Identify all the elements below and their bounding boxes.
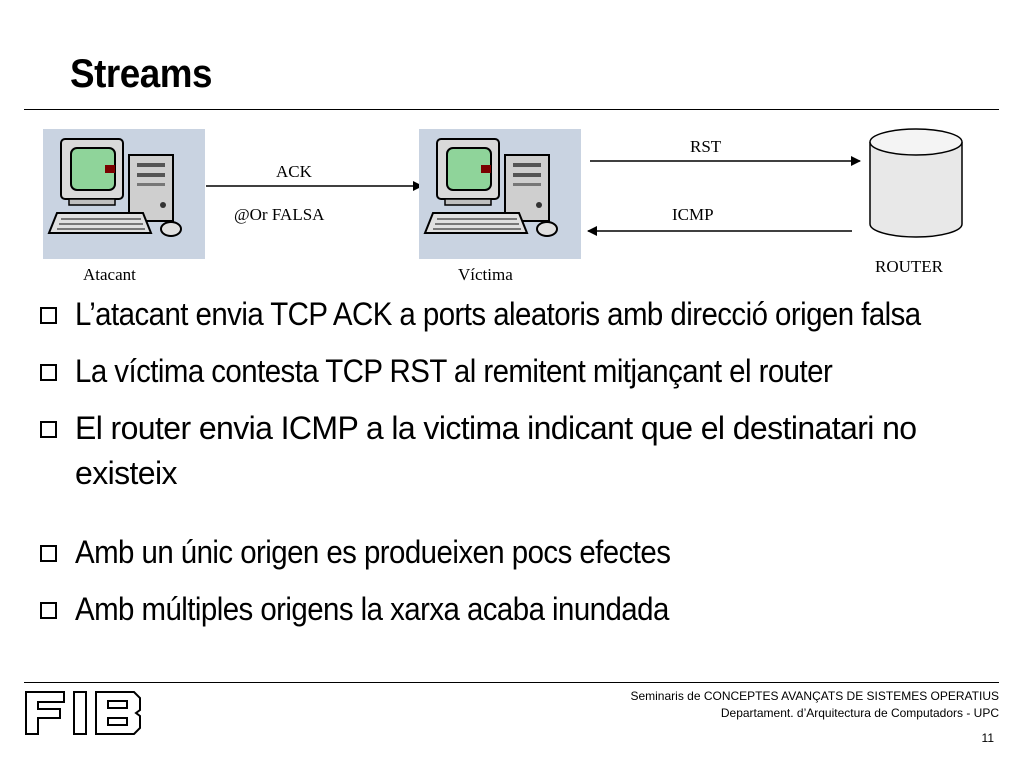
- square-bullet-icon: [40, 602, 57, 619]
- bullet-item: L’atacant envia TCP ACK a ports aleatori…: [40, 292, 1015, 337]
- bullet-item: Amb un únic origen es produeixen pocs ef…: [40, 530, 1015, 575]
- bullet-item: El router envia ICMP a la victima indica…: [40, 406, 1015, 496]
- bullet-item: La víctima contesta TCP RST al remitent …: [40, 349, 1015, 394]
- square-bullet-icon: [40, 545, 57, 562]
- square-bullet-icon: [40, 421, 57, 438]
- rst-label: RST: [690, 137, 722, 156]
- bullet-list: L’atacant envia TCP ACK a ports aleatori…: [40, 292, 1015, 632]
- square-bullet-icon: [40, 307, 57, 324]
- victim-label: Víctima: [458, 265, 513, 284]
- title-divider: [24, 109, 999, 110]
- bullet-item: Amb múltiples origens la xarxa acaba inu…: [40, 587, 1015, 632]
- icmp-label: ICMP: [672, 205, 714, 224]
- attacker-label: Atacant: [83, 265, 136, 284]
- slide-title: Streams: [70, 52, 213, 96]
- router-label: ROUTER: [875, 257, 943, 276]
- spoofed-origin-label: @Or FALSA: [234, 205, 325, 224]
- footer-divider: [24, 682, 999, 683]
- square-bullet-icon: [40, 364, 57, 381]
- victim-computer-icon: [419, 129, 581, 259]
- footer-department-line: Departament. d’Arquitectura de Computado…: [720, 706, 999, 720]
- footer-seminar-line: Seminaris de CONCEPTES AVANÇATS DE SISTE…: [630, 689, 999, 703]
- fib-logo-icon: [25, 691, 141, 735]
- router-cylinder-icon: [869, 128, 963, 238]
- attacker-computer-icon: [43, 129, 205, 259]
- page-number: 11: [981, 731, 994, 745]
- ack-label: ACK: [276, 162, 312, 181]
- diagram-arrows: [206, 156, 861, 236]
